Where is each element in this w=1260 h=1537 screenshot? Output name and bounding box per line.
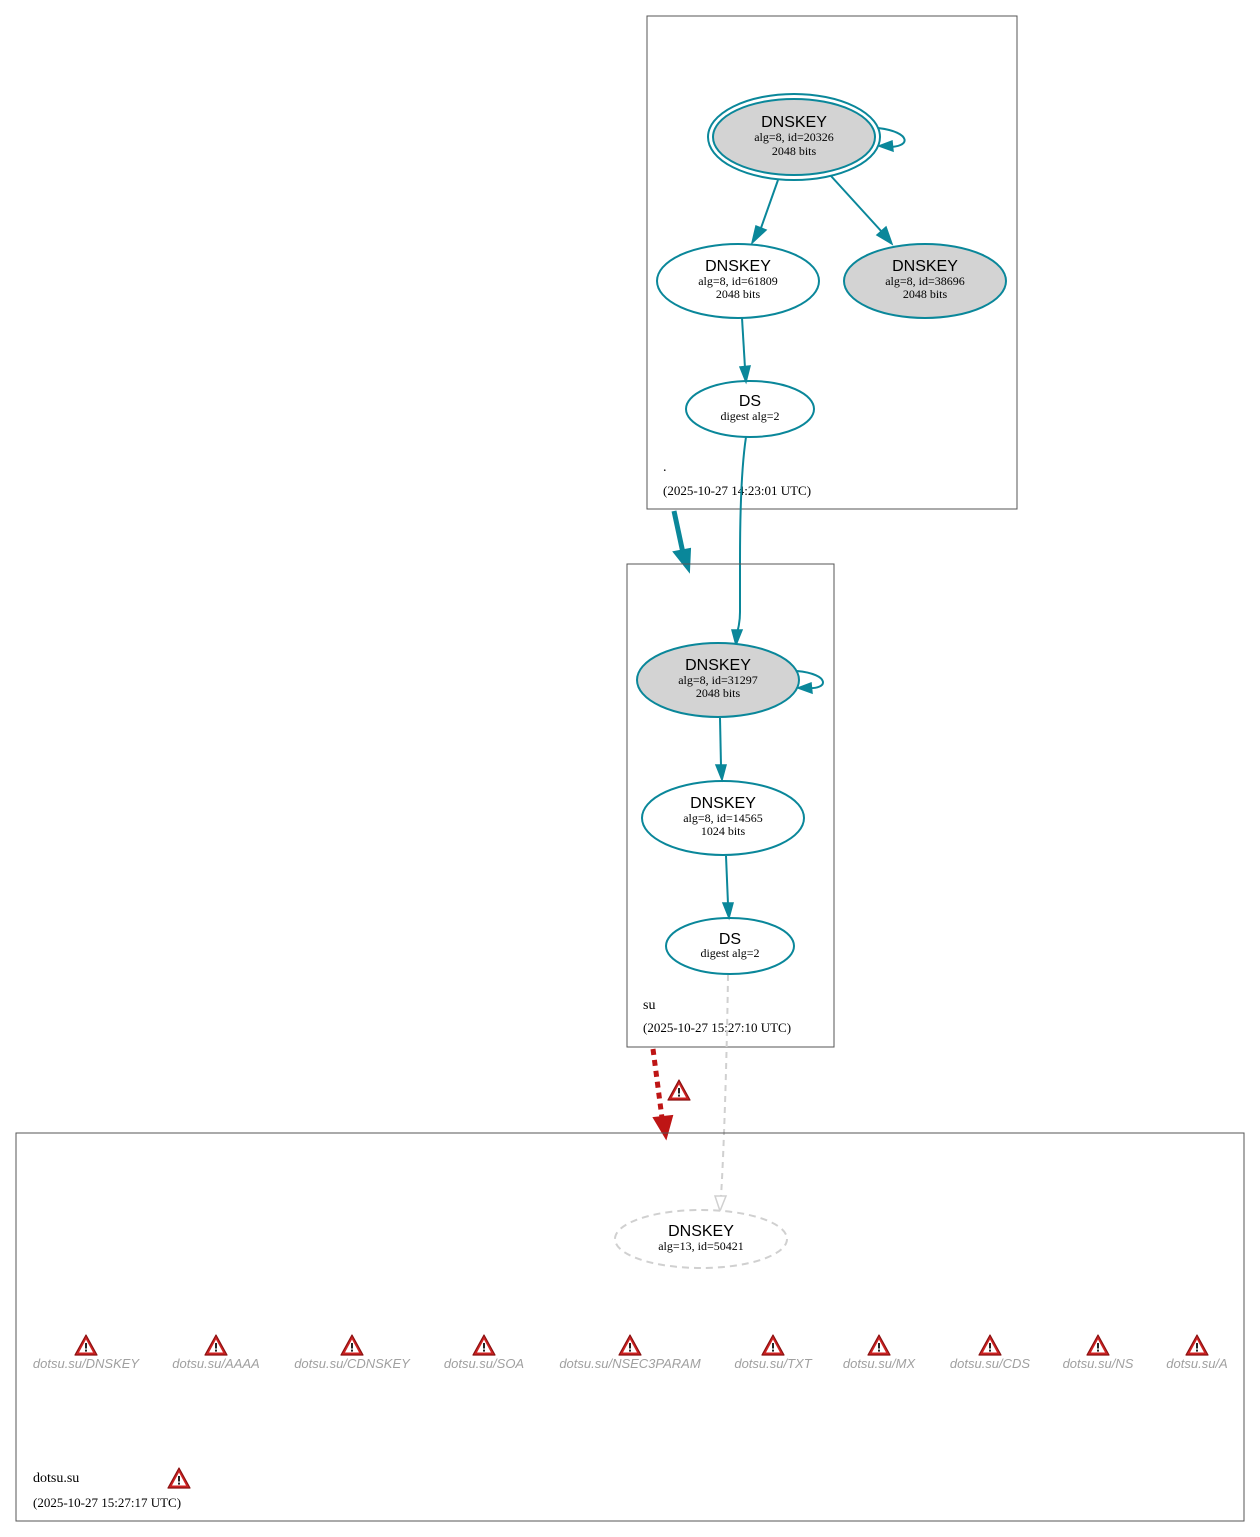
zone-dotsu-name: dotsu.su <box>33 1471 79 1486</box>
zone-root-border <box>646 15 1018 510</box>
root-ksk-node[interactable]: DNSKEY alg=8, id=20326 2048 bits <box>707 93 881 181</box>
rrset-label: dotsu.su/SOA <box>444 1356 524 1371</box>
rrset-item[interactable]: dotsu.su/MX <box>843 1334 917 1371</box>
rrset-item[interactable]: dotsu.su/NS <box>1063 1334 1134 1371</box>
rrset-label: dotsu.su/NSEC3PARAM <box>559 1356 701 1371</box>
zone-root-name: . <box>663 460 667 475</box>
rrset-item[interactable]: dotsu.su/A <box>1166 1334 1228 1371</box>
su-zsk-line2: 1024 bits <box>701 824 746 838</box>
rrset-item[interactable]: dotsu.su/SOA <box>444 1334 524 1371</box>
su-ds-title: DS <box>719 931 741 948</box>
edge-su-ds-to-dotsu-key <box>713 974 729 1214</box>
su-ds-line1: digest alg=2 <box>700 946 759 960</box>
root-ksk-line1: alg=8, id=20326 <box>754 130 834 144</box>
rrset-label: dotsu.su/AAAA <box>172 1356 259 1371</box>
rrset-label: dotsu.su/CDNSKEY <box>294 1356 411 1371</box>
root-ksk-line2: 2048 bits <box>772 144 817 158</box>
warning-icon <box>1086 1334 1110 1356</box>
rrset-label: dotsu.su/TXT <box>734 1356 812 1371</box>
rrset-item[interactable]: dotsu.su/CDNSKEY <box>294 1334 411 1371</box>
dotsu-key-title: DNSKEY <box>668 1223 734 1240</box>
rrset-list: dotsu.su/DNSKEY dotsu.su/AAAA dotsu.su/C… <box>33 1334 1228 1371</box>
root-ds-title: DS <box>739 393 761 410</box>
zone-dotsu: DNSKEY alg=13, id=50421 dotsu.su/DNSKEY … <box>15 1132 1245 1522</box>
zone-su: su (2025-10-27 15:27:10 UTC) DNSKEY alg=… <box>626 563 835 1048</box>
zone-su-name: su <box>643 998 655 1013</box>
root-zsk1-title: DNSKEY <box>705 258 771 275</box>
rrset-label: dotsu.su/MX <box>843 1356 917 1371</box>
root-zsk2-title: DNSKEY <box>892 258 958 275</box>
root-zsk-61809-node[interactable]: DNSKEY alg=8, id=61809 2048 bits <box>656 243 820 319</box>
su-ksk-line2: 2048 bits <box>696 686 741 700</box>
dotsu-key-node[interactable]: DNSKEY alg=13, id=50421 <box>614 1209 788 1269</box>
root-arrowheads <box>738 139 894 385</box>
su-ksk-node[interactable]: DNSKEY alg=8, id=31297 2048 bits <box>636 642 800 718</box>
warning-icon <box>472 1334 496 1356</box>
delegation-su-to-dotsu <box>650 1048 691 1141</box>
warning-icon <box>340 1334 364 1356</box>
warning-icon <box>867 1334 891 1356</box>
su-ds-node[interactable]: DS digest alg=2 <box>665 917 795 975</box>
zone-root-timestamp: (2025-10-27 14:23:01 UTC) <box>663 483 811 498</box>
edge-root-ds-to-su-ksk <box>731 436 747 648</box>
root-zsk2-line1: alg=8, id=38696 <box>885 274 965 288</box>
su-zsk-title: DNSKEY <box>690 795 756 812</box>
su-ksk-line1: alg=8, id=31297 <box>678 673 758 687</box>
zone-su-timestamp: (2025-10-27 15:27:10 UTC) <box>643 1020 791 1035</box>
zone-dotsu-warning-icon[interactable] <box>167 1467 191 1489</box>
zone-su-border <box>626 563 835 1048</box>
root-ds-line1: digest alg=2 <box>720 409 779 423</box>
rrset-item[interactable]: dotsu.su/TXT <box>734 1334 813 1371</box>
rrset-label: dotsu.su/CDS <box>950 1356 1031 1371</box>
warning-icon <box>618 1334 642 1356</box>
rrset-item[interactable]: dotsu.su/AAAA <box>172 1334 260 1371</box>
su-arrowheads <box>714 681 813 921</box>
root-zsk2-line2: 2048 bits <box>903 287 948 301</box>
zone-dotsu-border <box>15 1132 1245 1522</box>
root-ksk-title: DNSKEY <box>761 114 827 131</box>
rrset-label: dotsu.su/DNSKEY <box>33 1356 141 1371</box>
dotsu-key-line1: alg=13, id=50421 <box>658 1239 744 1253</box>
rrset-label: dotsu.su/A <box>1166 1356 1227 1371</box>
su-zsk-line1: alg=8, id=14565 <box>683 811 763 825</box>
zone-dotsu-timestamp: (2025-10-27 15:27:17 UTC) <box>33 1495 181 1510</box>
rrset-item[interactable]: dotsu.su/NSEC3PARAM <box>559 1334 701 1371</box>
rrset-item[interactable]: dotsu.su/CDS <box>950 1334 1031 1371</box>
rrset-item[interactable]: dotsu.su/DNSKEY <box>33 1334 141 1371</box>
delegation-root-to-su <box>671 510 692 574</box>
zone-root: . (2025-10-27 14:23:01 UTC) DNSKEY alg=8… <box>646 15 1018 510</box>
root-zsk-38696-node[interactable]: DNSKEY alg=8, id=38696 2048 bits <box>843 243 1007 319</box>
warning-icon <box>204 1334 228 1356</box>
root-ds-node[interactable]: DS digest alg=2 <box>685 380 815 438</box>
warning-icon <box>761 1334 785 1356</box>
root-zsk1-line2: 2048 bits <box>716 287 761 301</box>
warning-icon <box>1185 1334 1209 1356</box>
rrset-label: dotsu.su/NS <box>1063 1356 1134 1371</box>
su-zsk-node[interactable]: DNSKEY alg=8, id=14565 1024 bits <box>641 780 805 856</box>
delegation-warning-icon[interactable] <box>667 1079 691 1101</box>
warning-icon <box>978 1334 1002 1356</box>
warning-icon <box>74 1334 98 1356</box>
root-zsk1-line1: alg=8, id=61809 <box>698 274 778 288</box>
su-ksk-title: DNSKEY <box>685 657 751 674</box>
